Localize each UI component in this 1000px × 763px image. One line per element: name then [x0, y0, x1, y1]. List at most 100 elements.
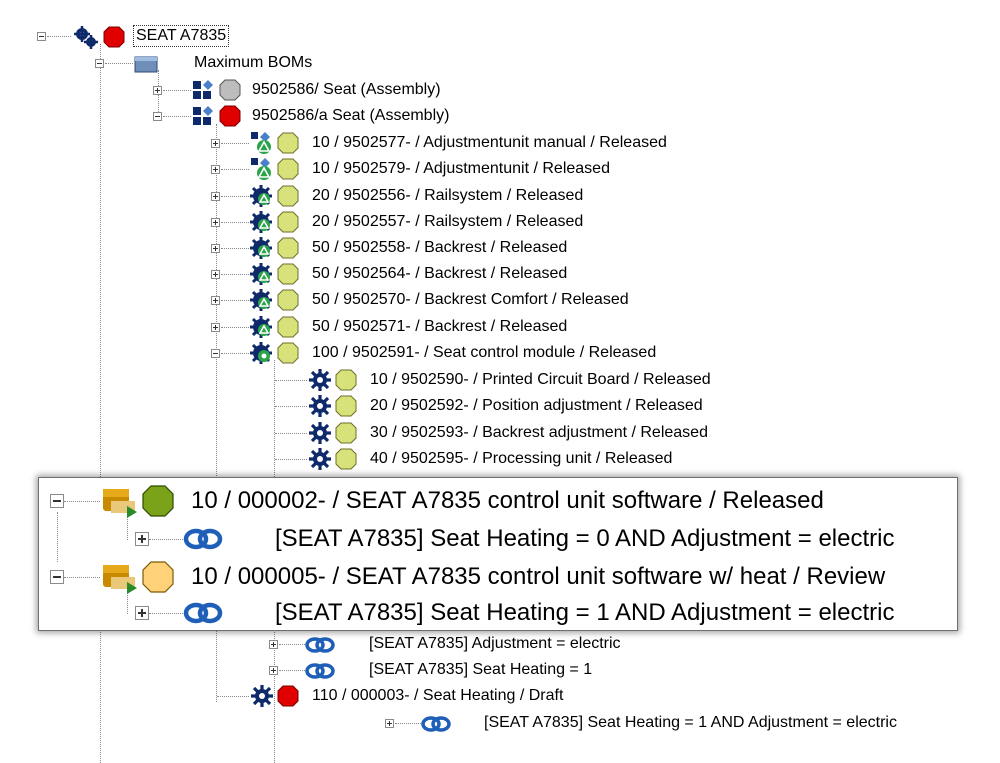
tree-connector [221, 222, 249, 223]
tree-guide [127, 512, 128, 540]
tree-node-label: 10 / 9502577- / Adjustmentunit manual / … [312, 134, 667, 151]
gear-variant-icon [250, 342, 272, 364]
gear-variant-icon [250, 237, 272, 259]
tree-node-part[interactable]: 50 / 9502571- / Backrest / Released [0, 315, 720, 339]
tree-node-condition[interactable]: [SEAT A7835] Seat Heating = 1 AND Adjust… [39, 596, 949, 630]
collapse-toggle[interactable] [50, 494, 64, 508]
expand-toggle[interactable] [211, 296, 220, 305]
tree-connector [221, 143, 249, 144]
tree-node-part[interactable]: 50 / 9502564- / Backrest / Released [0, 262, 720, 286]
expand-toggle[interactable] [135, 606, 149, 620]
tree-connector [163, 90, 191, 91]
status-released-icon [277, 289, 299, 311]
tree-node-label: 50 / 9502564- / Backrest / Released [312, 265, 568, 282]
collapse-toggle[interactable] [211, 349, 220, 358]
collapse-toggle[interactable] [50, 570, 64, 584]
tree-connector [279, 644, 305, 645]
tree-connector [275, 380, 307, 381]
status-released-icon [277, 342, 299, 364]
tree-node-maximum-boms[interactable]: Maximum BOMs [0, 51, 340, 75]
tree-node-label: 10 / 9502590- / Printed Circuit Board / … [370, 371, 711, 388]
status-red-icon [277, 685, 299, 707]
tree-node-condition[interactable]: [SEAT A7835] Seat Heating = 1 AND Adjust… [0, 711, 960, 735]
tree-node-label: 40 / 9502595- / Processing unit / Releas… [370, 450, 673, 467]
tree-connector [221, 327, 249, 328]
tree-node-part[interactable]: 20 / 9502556- / Railsystem / Released [0, 184, 720, 208]
gear-variant-icon [250, 263, 272, 285]
expand-toggle[interactable] [135, 532, 149, 546]
expand-toggle[interactable] [211, 270, 220, 279]
tree-node-software[interactable]: 10 / 000002- / SEAT A7835 control unit s… [39, 484, 949, 518]
tree-node-seat-heating[interactable]: 110 / 000003- / Seat Heating / Draft [0, 684, 700, 708]
tree-node-label: [SEAT A7835] Seat Heating = 1 AND Adjust… [484, 714, 897, 731]
expand-toggle[interactable] [211, 139, 220, 148]
collapse-toggle[interactable] [95, 59, 104, 68]
status-released-icon [277, 158, 299, 180]
expand-toggle[interactable] [269, 640, 278, 649]
tree-connector [221, 353, 249, 354]
tree-node-component[interactable]: 40 / 9502595- / Processing unit / Releas… [0, 447, 770, 471]
tree-node-condition[interactable]: [SEAT A7835] Seat Heating = 1 [0, 658, 700, 682]
tree-node-assembly[interactable]: 9502586/a Seat (Assembly) [0, 104, 480, 128]
expand-toggle[interactable] [211, 323, 220, 332]
expand-toggle[interactable] [211, 192, 220, 201]
status-review-icon [142, 561, 174, 593]
tree-connector [275, 459, 307, 460]
tree-node-label: Maximum BOMs [194, 54, 313, 71]
status-released-icon [335, 395, 357, 417]
expand-toggle[interactable] [269, 666, 278, 675]
tree-connector [221, 196, 249, 197]
tree-node-part[interactable]: 50 / 9502570- / Backrest Comfort / Relea… [0, 288, 720, 312]
tree-connector [149, 613, 183, 614]
tree-guide [216, 124, 217, 702]
tree-connector [221, 274, 249, 275]
zoom-callout: 10 / 000002- / SEAT A7835 control unit s… [38, 477, 958, 631]
tree-node-component[interactable]: 30 / 9502593- / Backrest adjustment / Re… [0, 421, 770, 445]
tree-guide [100, 44, 101, 763]
gear-icon [251, 685, 273, 707]
collapse-toggle[interactable] [37, 32, 46, 41]
tree-node-assembly[interactable]: 9502586/ Seat (Assembly) [0, 78, 480, 102]
gear-variant-icon [250, 316, 272, 338]
gear-variant-icon [250, 211, 272, 233]
gear-icon [309, 369, 331, 391]
tree-connector [221, 169, 249, 170]
tree-node-condition[interactable]: [SEAT A7835] Adjustment = electric [0, 632, 700, 656]
tree-node-component[interactable]: 10 / 9502590- / Printed Circuit Board / … [0, 368, 770, 392]
expand-toggle[interactable] [153, 86, 162, 95]
tree-node-part[interactable]: 10 / 9502579- / Adjustmentunit / Release… [0, 157, 720, 181]
tree-node-component[interactable]: 20 / 9502592- / Position adjustment / Re… [0, 394, 770, 418]
tree-node-label: 20 / 9502556- / Railsystem / Released [312, 187, 584, 204]
tree-node-label: 30 / 9502593- / Backrest adjustment / Re… [370, 424, 708, 441]
tree-node-software[interactable]: 10 / 000005- / SEAT A7835 control unit s… [39, 560, 957, 594]
link-rings-icon [421, 716, 451, 732]
tree-node-label: 20 / 9502592- / Position adjustment / Re… [370, 397, 703, 414]
gear-variant-icon [250, 185, 272, 207]
tree-node-condition[interactable]: [SEAT A7835] Seat Heating = 0 AND Adjust… [39, 522, 949, 556]
expand-toggle[interactable] [211, 165, 220, 174]
collapse-toggle[interactable] [153, 112, 162, 121]
tree-node-label: [SEAT A7835] Seat Heating = 1 AND Adjust… [275, 599, 895, 626]
tree-connector [395, 723, 421, 724]
tree-connector [149, 539, 183, 540]
tree-node-label: 110 / 000003- / Seat Heating / Draft [312, 687, 564, 704]
status-released-icon [335, 448, 357, 470]
tree-node-part[interactable]: 20 / 9502557- / Railsystem / Released [0, 210, 720, 234]
expand-toggle[interactable] [211, 244, 220, 253]
expand-toggle[interactable] [385, 719, 394, 728]
status-released-icon [335, 369, 357, 391]
tree-node-module[interactable]: 100 / 9502591- / Seat control module / R… [0, 341, 720, 365]
tree-node-root[interactable]: SEAT A7835 [0, 25, 320, 49]
tree-node-part[interactable]: 10 / 9502577- / Adjustmentunit manual / … [0, 131, 720, 155]
tree-node-label: 100 / 9502591- / Seat control module / R… [312, 344, 657, 361]
tree-connector [105, 63, 133, 64]
gear-icon [309, 448, 331, 470]
link-rings-icon [183, 602, 223, 624]
tree-connector [221, 248, 249, 249]
tree-connector [279, 670, 305, 671]
tree-node-label: 10 / 000002- / SEAT A7835 control unit s… [191, 487, 824, 514]
expand-toggle[interactable] [211, 218, 220, 227]
tree-connector [275, 433, 307, 434]
tree-node-part[interactable]: 50 / 9502558- / Backrest / Released [0, 236, 720, 260]
